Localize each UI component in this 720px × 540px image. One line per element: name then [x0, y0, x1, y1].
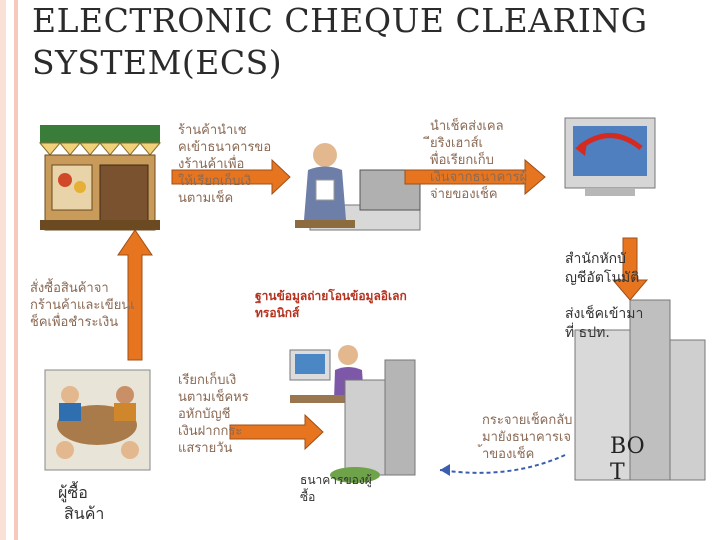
label-line: นตามเช็คหร: [178, 390, 249, 405]
label-head-office: สำนักหักบั ญชีอัตโนมัติ: [565, 250, 639, 288]
label-line: ผู้ซื้อ: [58, 483, 88, 502]
payer-bank-building-icon: [330, 359, 416, 483]
label-line: ธนาคารของผู้: [300, 473, 372, 487]
title-line-2: SYSTEM(ECS): [32, 43, 283, 82]
label-line: กระจายเช็คกลับ: [482, 413, 573, 428]
computer-icon: [564, 117, 656, 196]
label-line: กร้านค้าและเขียนเ: [30, 298, 135, 313]
label-line: เงินจากธนาคารผู้: [430, 170, 528, 185]
title-line-1: ELECTRONIC CHEQUE CLEARING: [32, 1, 648, 40]
label-shop-deposit: ร้านค้านำเช คเข้าธนาคารขอ งร้านค้าเพื่อ …: [178, 122, 271, 207]
label-line: ร้านค้านำเช: [178, 123, 247, 138]
label-line: ้าของเช็ค: [482, 447, 535, 462]
label-send-cheque: ส่งเช็คเข้ามา ที่ ธปท.: [565, 305, 643, 343]
label-buyer-pay: สั่งซื้อสินค้าจา กร้านค้าและเขียนเ ช็คเพ…: [30, 280, 135, 331]
label-line: งร้านค้าเพื่อ: [178, 157, 245, 172]
arrow-shop-to-bank: [171, 158, 291, 196]
label-line: พื่อเรียกเก็บ: [430, 153, 494, 168]
buyer-people-icon: [44, 369, 151, 471]
label-line: BO: [610, 434, 645, 459]
label-line: จ่ายของเช็ค: [430, 187, 498, 202]
label-line: ียริงเฮาส์เ: [430, 136, 484, 151]
shop-icon: [38, 125, 162, 231]
label-line: ที่ ธปท.: [565, 325, 610, 341]
label-line: นตามเช็ค: [178, 191, 234, 206]
label-line: คเข้าธนาคารขอ: [178, 140, 272, 155]
label-bot: BO T: [610, 434, 650, 486]
label-line: ทรอนิกส์: [255, 306, 300, 320]
label-line: ช็คเพื่อชำระเงิน: [30, 315, 119, 330]
label-line: สำนักหักบั: [565, 251, 627, 267]
label-line: สั่งซื้อสินค้าจา: [30, 281, 109, 296]
label-payer-bank: ธนาคารของผู้ ซื้อ: [300, 472, 372, 506]
bot-building-icon: [574, 299, 706, 481]
arrow-operator-to-payer: [229, 413, 324, 451]
label-collect: เรียกเก็บเงิ นตามเช็คหร อหักบัญชี เงินฝา…: [178, 372, 249, 457]
label-line: เงินฝากกระ: [178, 424, 243, 439]
arrow-clearing-down: [611, 237, 649, 301]
label-bank-send: นำเช็คส่งเคล ียริงเฮาส์เ พื่อเรียกเก็บ เ…: [430, 118, 527, 203]
label-line: มายังธนาคารเจ: [482, 430, 571, 445]
label-line: แสรายวัน: [178, 441, 233, 456]
label-line: อหักบัญชี: [178, 407, 231, 422]
arrow-bank-to-clearing: [404, 158, 546, 196]
bank-clerk-icon: [295, 143, 421, 231]
label-line: นำเช็คส่งเคล: [430, 119, 504, 134]
label-data-transfer: ฐานข้อมูลถ่ายโอนข้อมูลอิเลก ทรอนิกส์: [255, 288, 407, 322]
arrow-bot-to-payer: [439, 454, 566, 474]
label-line: ส่งเช็คเข้ามา: [565, 306, 644, 322]
label-buyer: ผู้ซื้อ สินค้า: [58, 482, 104, 524]
slide-title: ELECTRONIC CHEQUE CLEARING SYSTEM(ECS): [32, 0, 712, 84]
label-line: เรียกเก็บเงิ: [178, 373, 237, 388]
label-line: ญชีอัตโนมัติ: [565, 270, 640, 286]
label-line: ซื้อ: [300, 490, 316, 504]
label-distribute: กระจายเช็คกลับ มายังธนาคารเจ ้าของเช็ค: [482, 412, 572, 463]
label-line: ให้เรียกเก็บเงิ: [178, 174, 252, 189]
arrow-buyer-to-shop: [117, 229, 153, 361]
label-line: ฐานข้อมูลถ่ายโอนข้อมูลอิเลก: [255, 289, 407, 303]
label-line: T: [610, 460, 625, 485]
label-line: สินค้า: [64, 504, 105, 523]
